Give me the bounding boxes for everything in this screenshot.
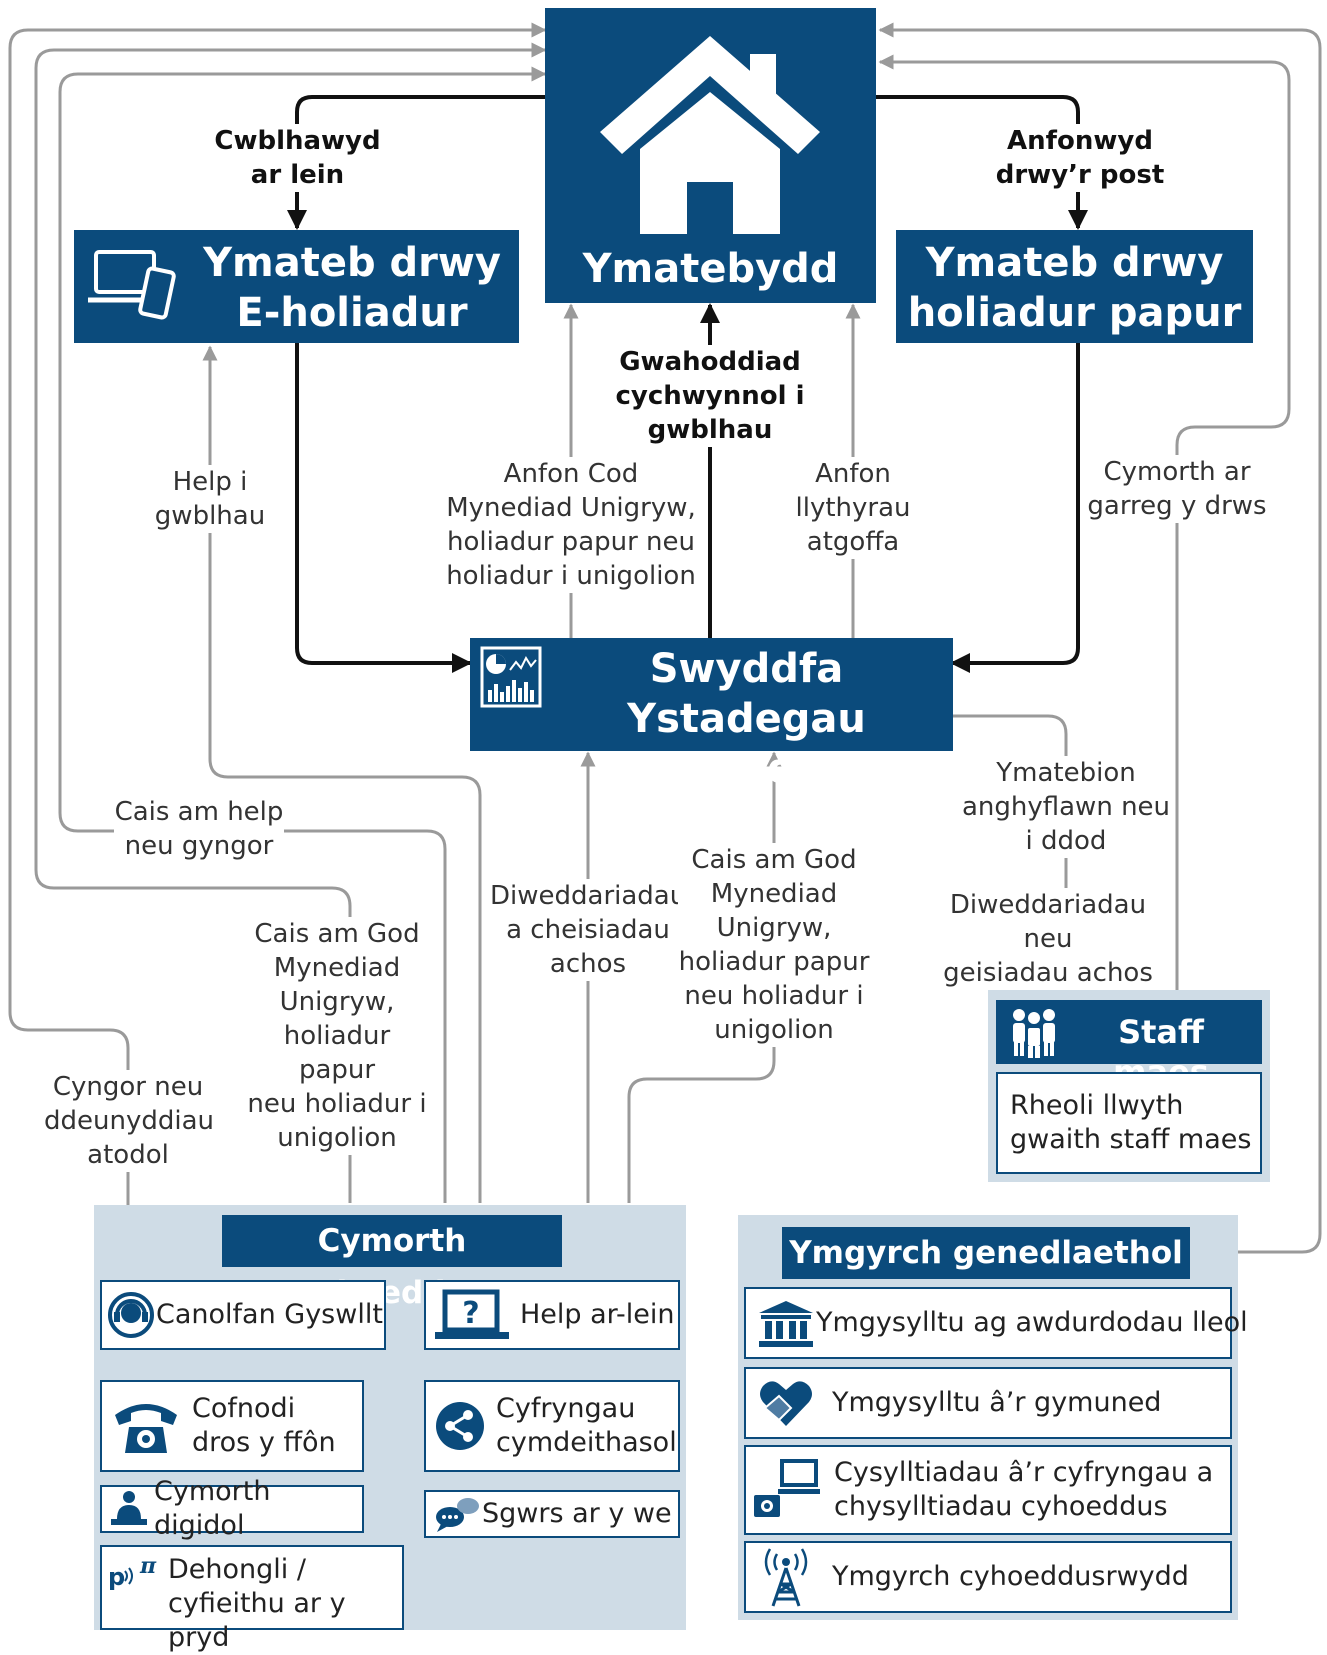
council-building-icon [756, 1298, 816, 1348]
camera-monitor-icon [752, 1455, 820, 1525]
heart-hands-icon [756, 1376, 816, 1430]
arrow-respondent-to-paper-questionnaire [876, 95, 1088, 230]
arrow-support-request-code-to-ons [627, 751, 782, 1203]
e-questionnaire-line2: E-holiadur [236, 290, 468, 336]
respondent-label: Ymatebydd [582, 246, 839, 292]
public-support-panel: Cymorth cyhoeddus Canolfan Gyswllt ? Hel… [94, 1205, 686, 1653]
online-help-item[interactable]: ? Help ar-lein [424, 1280, 680, 1350]
field-staff-header: Staff maes [996, 1000, 1262, 1091]
arrow-e-questionnaire-to-ons [295, 343, 472, 673]
ons-line2: Ystadegau Gwladol [627, 696, 866, 792]
paper-questionnaire-box: Ymateb drwy holiadur papur [896, 230, 1253, 343]
laptop-phone-icon [88, 250, 176, 320]
campaign-label-publicity: Ymgyrch cyhoeddusrwydd [832, 1561, 1189, 1592]
interpret-label: Dehongli /cyfieithu ar y pryd [168, 1554, 346, 1653]
svg-text:p: p [108, 1563, 125, 1591]
paper-questionnaire-line1: Ymateb drwy [925, 240, 1224, 286]
arrow-support-help-complete [202, 345, 482, 1203]
respondent-box: Ymatebydd [545, 8, 876, 303]
share-icon [432, 1398, 488, 1454]
ons-box: Swyddfa Ystadegau Gwladol [470, 638, 953, 792]
arrow-paper-questionnaire-to-ons [950, 343, 1080, 673]
campaign-item-publicity: Ymgyrch cyhoeddusrwydd [744, 1541, 1232, 1613]
e-questionnaire-line1: Ymateb drwy [203, 240, 501, 286]
headset-icon [106, 1290, 156, 1340]
national-campaign-panel: Ymgyrch genedlaethol Ymgysylltu ag awdur… [738, 1215, 1248, 1620]
house-icon [600, 36, 820, 234]
contact-centre-label: Canolfan Gyswllt [156, 1299, 383, 1330]
arrow-campaign-to-respondent [878, 22, 1322, 1254]
svg-text:?: ? [462, 1296, 479, 1331]
web-chat-item[interactable]: Sgwrs ar y we [424, 1490, 680, 1538]
national-campaign-title: Ymgyrch genedlaethol [782, 1227, 1190, 1279]
arrow-request-code-to-support [34, 42, 547, 1203]
campaign-label-community: Ymgysylltu â’r gymuned [832, 1387, 1162, 1418]
ons-line1: Swyddfa [649, 646, 844, 692]
web-chat-label: Sgwrs ar y we [482, 1498, 672, 1529]
broadcast-tower-icon [756, 1546, 816, 1608]
people-group-icon [1013, 1009, 1055, 1058]
digital-assist-label: Cymorth digidol [154, 1476, 271, 1541]
arrow-request-help-to-support [58, 66, 547, 1203]
arrow-advice-to-support [8, 22, 547, 1205]
public-support-title: Cymorth cyhoeddus [222, 1215, 562, 1311]
laptop-question-icon: ? [434, 1287, 510, 1343]
digital-assist-icon [108, 1488, 150, 1530]
campaign-item-community: Ymgysylltu â’r gymuned [744, 1367, 1232, 1439]
campaign-label-local-authorities: Ymgysylltu ag awdurdodau lleol [816, 1307, 1248, 1338]
e-questionnaire-box: Ymateb drwy E-holiadur [74, 230, 519, 343]
arrow-ons-to-field-staff [953, 714, 1074, 990]
telephone-icon [108, 1388, 184, 1464]
arrow-doorstep-support [878, 54, 1291, 990]
paper-questionnaire-line2: holiadur papur [907, 290, 1242, 336]
statistics-icon [480, 646, 542, 708]
digital-assist-item[interactable]: Cymorth digidol [100, 1476, 364, 1541]
contact-centre-item[interactable]: Canolfan Gyswllt [100, 1280, 386, 1350]
arrow-respondent-to-e-questionnaire [287, 95, 545, 230]
online-help-label: Help ar-lein [520, 1299, 675, 1330]
svg-text:π: π [139, 1553, 157, 1579]
chat-bubbles-icon [432, 1494, 482, 1534]
campaign-item-local-authorities: Ymgysylltu ag awdurdodau lleol [744, 1287, 1248, 1359]
